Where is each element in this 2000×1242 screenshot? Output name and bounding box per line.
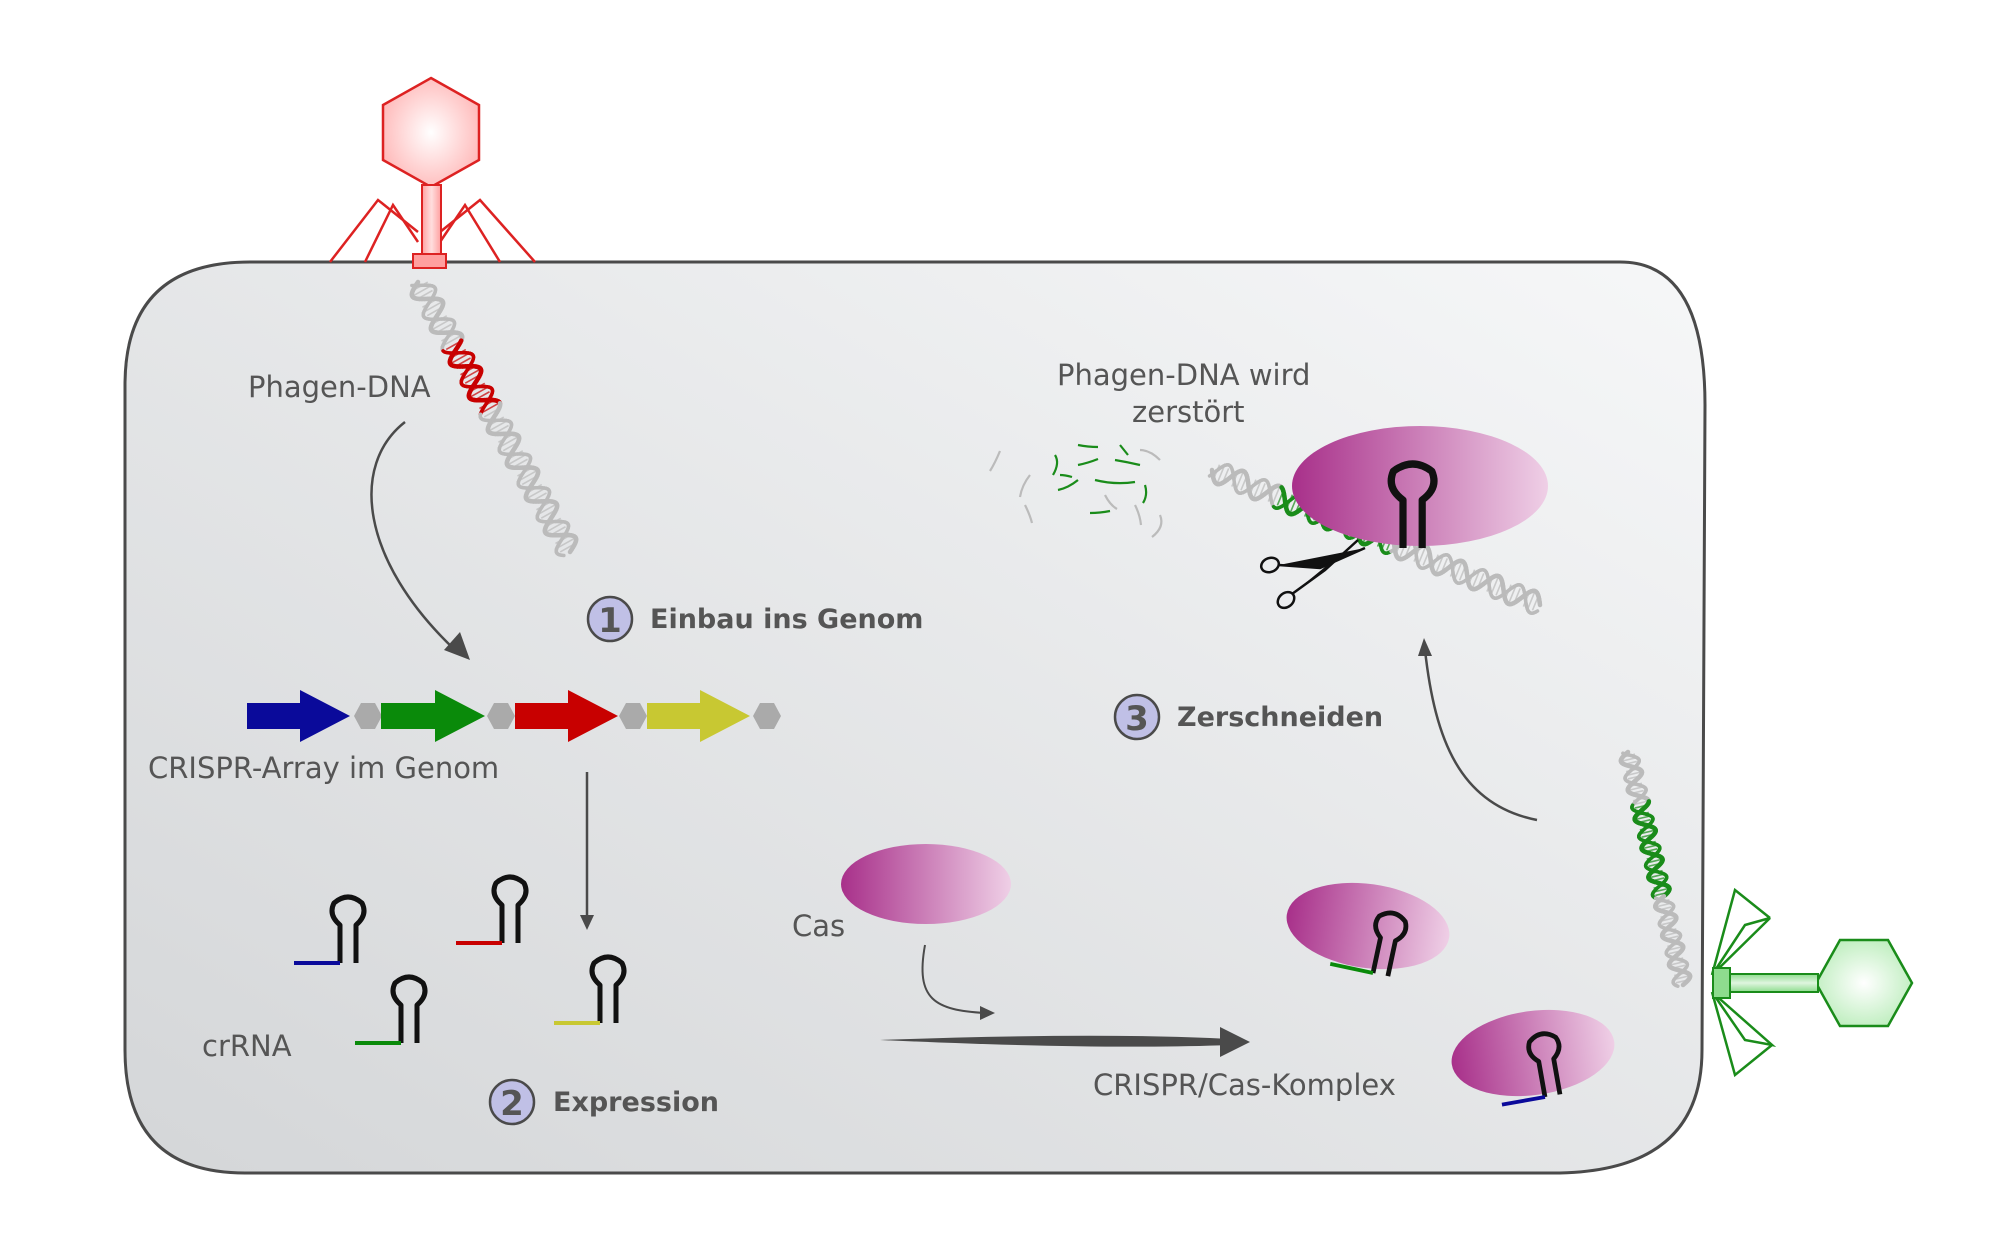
arrow-cas-join	[921, 944, 986, 1014]
label-crispr-array: CRISPR-Array im Genom	[148, 751, 499, 785]
spacer-yellow	[647, 690, 750, 742]
label-crrna: crRNA	[202, 1029, 292, 1063]
step-1: 1 Einbau ins Genom	[586, 595, 923, 643]
repeat-1	[354, 703, 382, 729]
label-crispr-cas-complex: CRISPR/Cas-Komplex	[1093, 1068, 1396, 1102]
crrna-hairpins	[294, 874, 627, 1045]
label-destroyed-line2: zerstört	[1132, 395, 1245, 429]
step-3-number: 3	[1125, 699, 1149, 739]
arrow-cutting	[1423, 649, 1538, 822]
bacteriophage-red-icon	[329, 76, 536, 269]
bacteriophage-green-icon	[1710, 887, 1914, 1078]
arrow-cutting-head	[1418, 638, 1432, 656]
step-3-title: Zerschneiden	[1177, 702, 1383, 733]
step-1-title: Einbau ins Genom	[650, 604, 923, 635]
spacer-red	[515, 690, 618, 742]
step-2-number: 2	[500, 1084, 524, 1124]
crispr-cas-complex-blue	[1451, 1009, 1615, 1107]
repeat-4	[753, 703, 781, 729]
phage-dna-helix-red-icon	[409, 279, 579, 558]
arrow-complex-formation-head	[1220, 1027, 1250, 1057]
arrow-integration	[370, 421, 456, 651]
spacer-blue	[247, 690, 350, 742]
step-2: 2 Expression	[488, 1078, 719, 1126]
step-1-number: 1	[598, 601, 622, 641]
label-cas: Cas	[792, 909, 845, 943]
spacer-green	[381, 690, 485, 742]
dna-fragments	[989, 443, 1163, 538]
phage-dna-helix-green-icon	[1618, 749, 1693, 988]
arrow-expression-head	[580, 915, 594, 930]
label-destroyed-line1: Phagen-DNA wird	[1057, 358, 1310, 392]
label-phage-dna: Phagen-DNA	[248, 370, 431, 404]
step-2-title: Expression	[553, 1087, 719, 1118]
repeat-2	[487, 703, 515, 729]
arrow-complex-formation	[880, 1035, 1230, 1047]
cas-protein	[841, 844, 1011, 924]
cas-protein-cutting	[1292, 426, 1548, 546]
cutting-crrna-hairpin	[1387, 460, 1438, 548]
crispr-cas-complex-green	[1286, 882, 1450, 977]
scissors-icon	[1259, 539, 1366, 610]
repeat-3	[619, 703, 647, 729]
arrow-integration-head	[444, 632, 470, 660]
arrow-cas-join-head	[980, 1006, 995, 1020]
step-3: 3 Zerschneiden	[1113, 693, 1383, 741]
crispr-array	[247, 690, 781, 742]
